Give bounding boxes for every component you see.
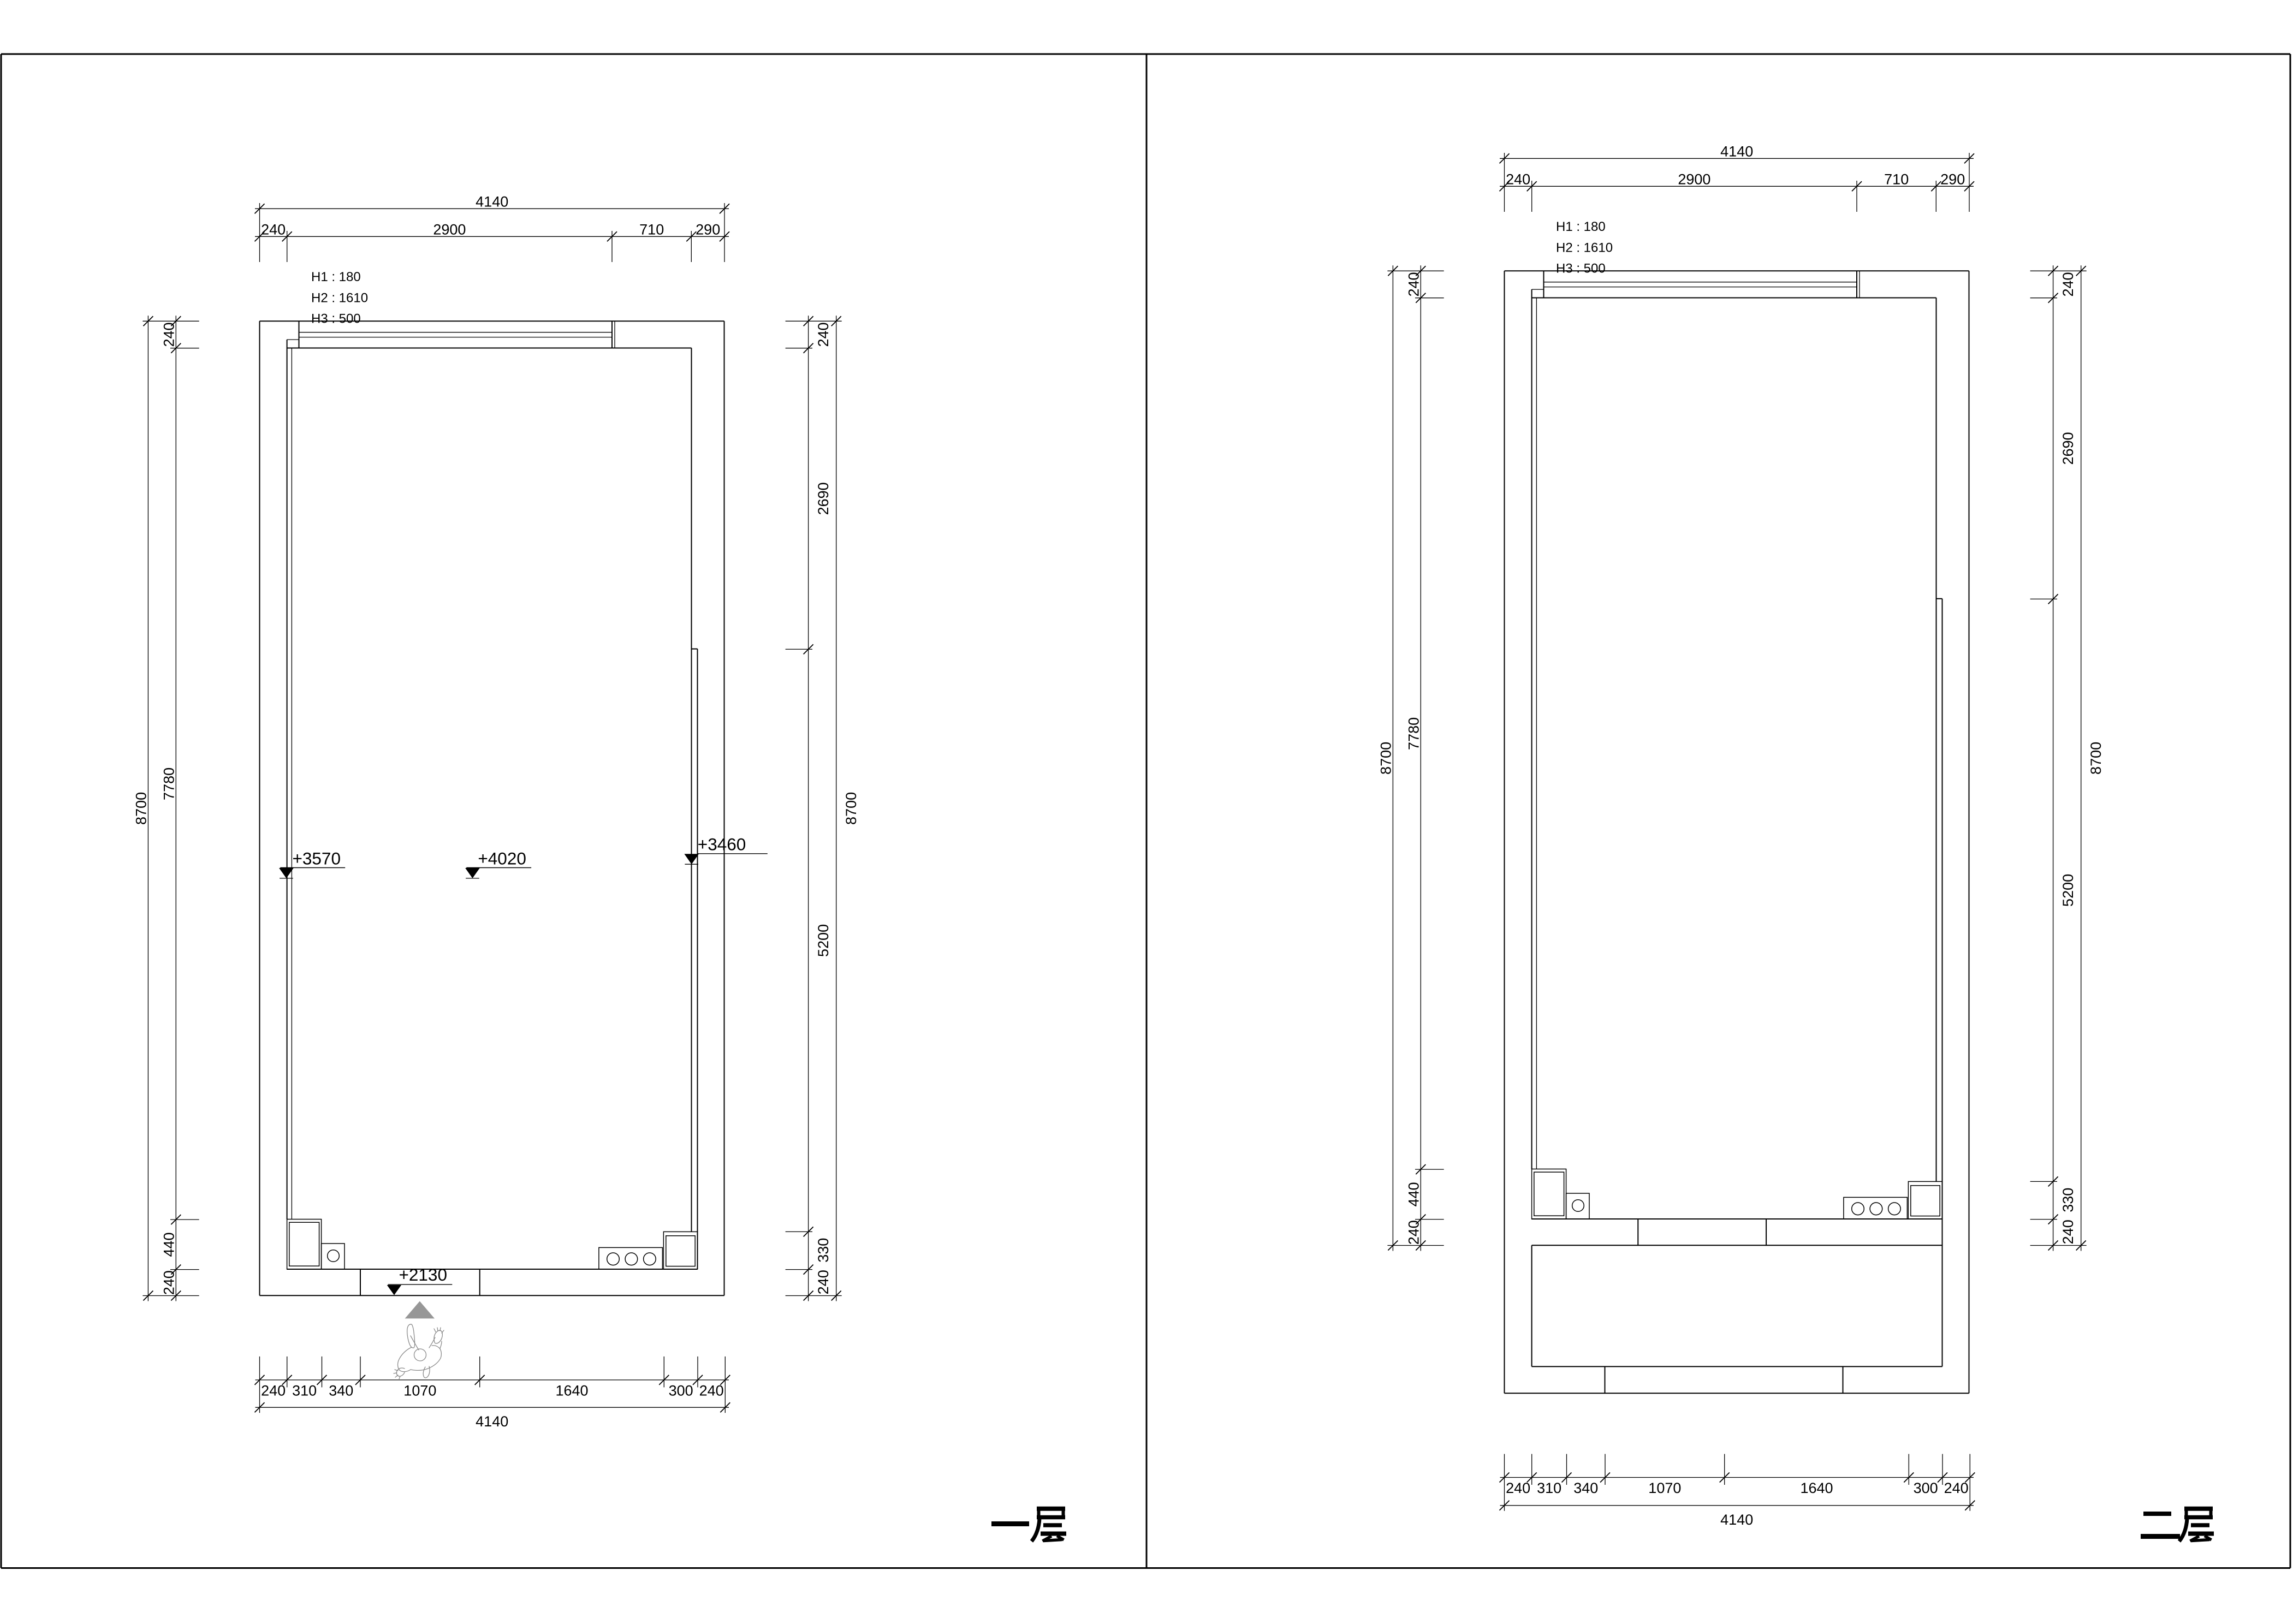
svg-text:240: 240 [2060,1220,2076,1244]
svg-text:4140: 4140 [476,193,508,210]
svg-text:8700: 8700 [1378,742,1394,775]
svg-text:1640: 1640 [1800,1480,1833,1496]
svg-text:440: 440 [161,1232,177,1257]
svg-text:330: 330 [815,1238,831,1263]
svg-text:240: 240 [1506,1480,1530,1496]
svg-text:5200: 5200 [815,924,831,957]
svg-text:240: 240 [161,322,177,347]
svg-text:7780: 7780 [1406,717,1422,750]
svg-text:H2 : 1610: H2 : 1610 [1556,241,1613,255]
svg-text:2900: 2900 [1678,171,1710,187]
svg-text:1640: 1640 [555,1382,588,1399]
svg-text:240: 240 [161,1270,177,1295]
svg-text:240: 240 [815,322,831,347]
svg-text:310: 310 [292,1382,317,1399]
svg-text:5200: 5200 [2060,874,2076,907]
svg-text:8700: 8700 [843,792,859,825]
svg-text:H1 : 180: H1 : 180 [1556,219,1606,234]
svg-text:7780: 7780 [161,768,177,800]
svg-text:240: 240 [261,221,286,237]
svg-text:H3 : 500: H3 : 500 [311,311,361,326]
svg-text:8700: 8700 [2088,742,2104,775]
svg-text:240: 240 [1406,272,1422,296]
svg-text:300: 300 [1914,1480,1938,1496]
svg-text:240: 240 [1506,171,1530,187]
svg-text:8700: 8700 [133,792,150,825]
svg-text:330: 330 [2060,1188,2076,1212]
svg-text:240: 240 [815,1270,831,1294]
svg-text:4140: 4140 [476,1413,508,1430]
svg-text:240: 240 [1944,1480,1969,1496]
svg-text:290: 290 [696,221,720,237]
svg-text:310: 310 [1537,1480,1561,1496]
svg-text:340: 340 [1573,1480,1598,1496]
svg-text:H3 : 500: H3 : 500 [1556,261,1606,276]
svg-text:710: 710 [1884,171,1909,187]
svg-text:+4020: +4020 [478,848,526,868]
svg-text:4140: 4140 [1720,1512,1753,1528]
svg-text:440: 440 [1406,1182,1422,1206]
svg-text:2690: 2690 [815,482,831,515]
svg-text:240: 240 [2060,272,2076,296]
svg-text:2900: 2900 [433,221,466,237]
svg-text:+2130: +2130 [399,1265,447,1284]
svg-text:+3460: +3460 [698,835,746,854]
svg-text:H1 : 180: H1 : 180 [311,270,361,284]
svg-text:4140: 4140 [1720,143,1753,159]
svg-text:710: 710 [639,221,664,237]
svg-text:H2 : 1610: H2 : 1610 [311,291,368,306]
svg-text:300: 300 [669,1382,693,1399]
svg-text:1070: 1070 [1648,1480,1681,1496]
svg-text:290: 290 [1940,171,1965,187]
svg-text:340: 340 [329,1382,353,1399]
svg-text:+3570: +3570 [293,848,341,868]
svg-text:240: 240 [699,1382,724,1399]
svg-text:2690: 2690 [2060,432,2076,465]
svg-text:240: 240 [261,1382,286,1399]
svg-text:240: 240 [1406,1220,1422,1245]
svg-text:1070: 1070 [403,1382,436,1399]
